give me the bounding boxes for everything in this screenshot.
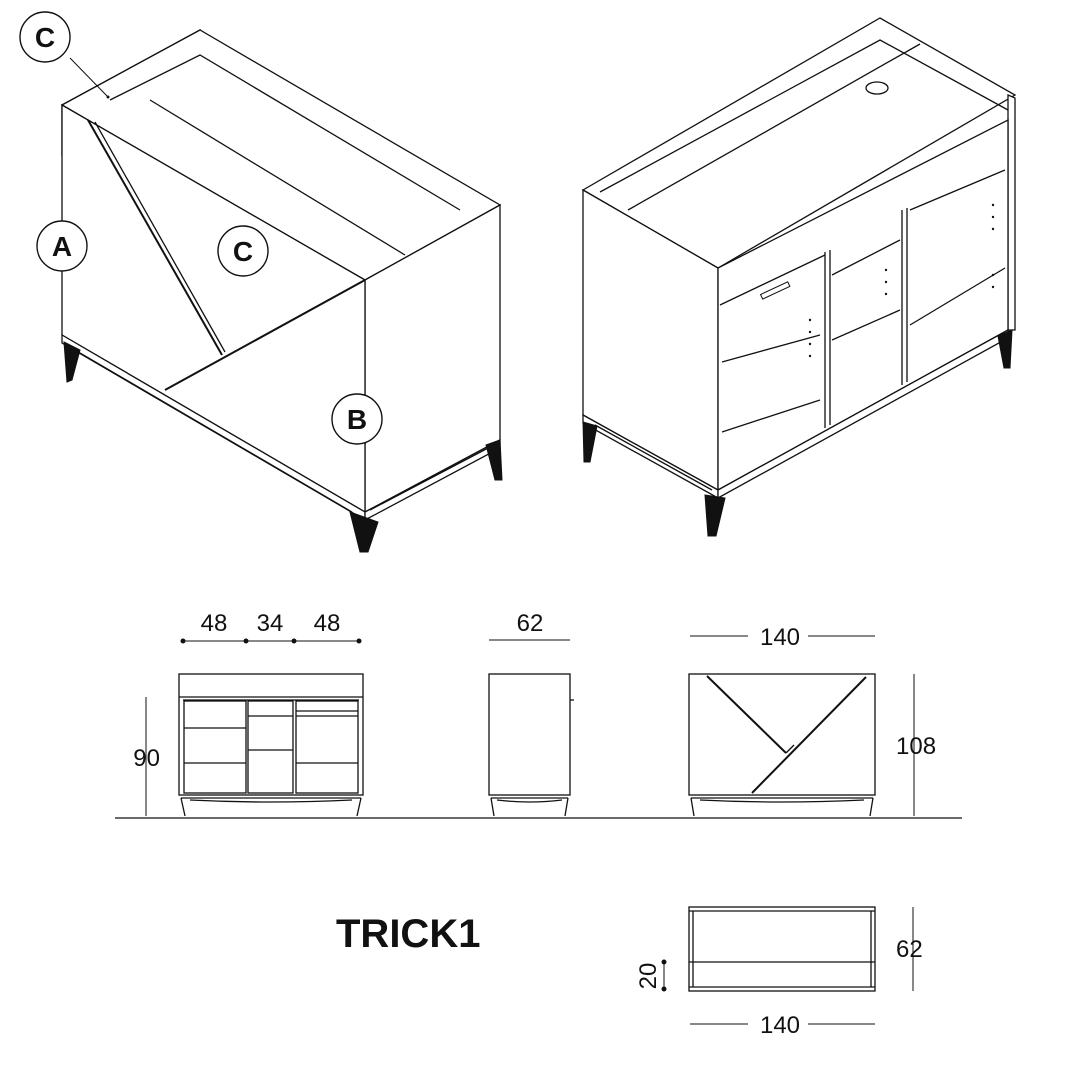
dim-front-closed-height: 108 — [896, 733, 936, 760]
callout-label-c-top: C — [35, 22, 55, 53]
iso-view-open — [581, 17, 1017, 537]
shelf-pin-holes — [808, 203, 995, 358]
dim-top-width: 140 — [760, 1012, 800, 1039]
callout-circle-c-door — [217, 225, 269, 277]
iso-view-closed: C A C B — [19, 11, 503, 553]
dim-front-open-w3: 48 — [314, 610, 341, 637]
side-elevation: 62 — [488, 610, 574, 817]
dim-front-open-w2: 34 — [257, 610, 284, 637]
callout-circle-b — [331, 393, 383, 445]
callout-label-b: B — [347, 404, 367, 435]
dim-side-depth: 62 — [517, 610, 544, 637]
front-elevation-open: 48 34 48 90 — [133, 610, 364, 817]
dim-top-raised-depth: 20 — [635, 963, 662, 990]
callout-label-c-door: C — [233, 236, 253, 267]
dim-top-depth: 62 — [896, 936, 923, 963]
callout-label-a: A — [52, 231, 72, 262]
top-view: 62 20 140 — [635, 906, 923, 1039]
dim-front-open-height: 90 — [133, 745, 160, 772]
dim-front-closed-width: 140 — [760, 624, 800, 651]
dim-front-open-w1: 48 — [201, 610, 228, 637]
product-name: TRICK1 — [336, 912, 480, 956]
callout-circle-a — [36, 220, 88, 272]
callout-circle-c-top — [19, 11, 71, 63]
front-elevation-closed: 140 108 — [688, 624, 936, 817]
